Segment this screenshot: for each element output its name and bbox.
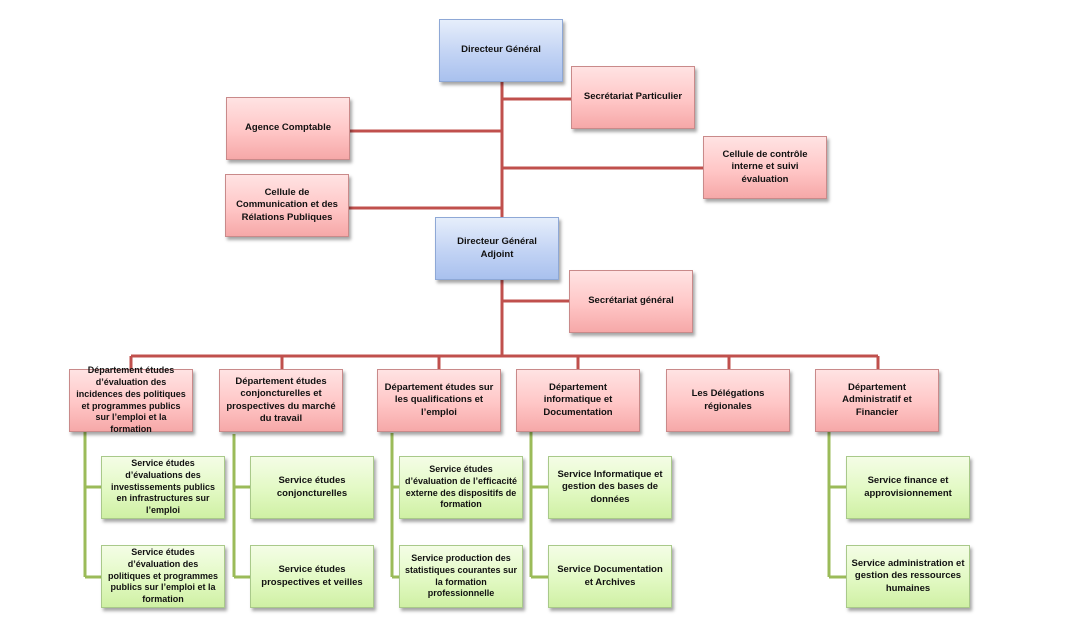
box-service-documentation: Service Documentation et Archives: [548, 545, 672, 608]
box-label: Département études conjoncturelles et pr…: [226, 375, 336, 424]
box-departement-qualifications: Département études sur les qualification…: [377, 369, 501, 432]
box-label: Département études sur les qualification…: [384, 381, 494, 418]
box-cellule-controle-interne: Cellule de contrôle interne et suivi éva…: [703, 136, 827, 199]
box-label: Département informatique et Documentatio…: [543, 381, 613, 418]
box-label: Cellule de contrôle interne et suivi éva…: [722, 148, 808, 185]
box-label: Cellule de Communication et des Rélation…: [236, 186, 338, 223]
box-delegations-regionales: Les Délégations régionales: [666, 369, 790, 432]
box-label: Département Administratif et Financier: [842, 381, 912, 418]
box-label: Agence Comptable: [244, 122, 332, 134]
box-agence-comptable: Agence Comptable: [226, 97, 350, 160]
box-label: Service études conjoncturelles: [276, 475, 348, 499]
box-label: Secrétariat Particulier: [583, 91, 683, 103]
box-label: Service études prospectives et veilles: [261, 564, 363, 588]
box-cellule-communication: Cellule de Communication et des Rélation…: [225, 174, 349, 237]
box-label: Service finance et approvisionnement: [864, 475, 952, 499]
box-departement-evaluation-incidences: Département études d’évaluation des inci…: [69, 365, 193, 434]
box-service-efficacite-externe: Service études d’évaluation de l’efficac…: [399, 456, 523, 519]
box-departement-informatique: Département informatique et Documentatio…: [516, 369, 640, 432]
box-service-finance: Service finance et approvisionnement: [846, 456, 970, 519]
box-departement-administratif-financier: Département Administratif et Financier: [815, 369, 939, 432]
box-label: Directeur Général: [461, 44, 541, 56]
box-label: Service administration et gestion des re…: [851, 557, 965, 594]
box-service-informatique: Service Informatique et gestion des base…: [548, 456, 672, 519]
box-label: Service Documentation et Archives: [557, 564, 663, 588]
box-label: Service production des statistiques cour…: [404, 553, 518, 599]
box-service-administration-rh: Service administration et gestion des re…: [846, 545, 970, 608]
box-label: Service Informatique et gestion des base…: [557, 468, 663, 505]
box-service-evaluation-politiques: Service études d’évaluation des politiqu…: [101, 545, 225, 608]
box-directeur-general: Directeur Général: [439, 19, 563, 82]
box-service-evaluations-investissements: Service études d’évaluations des investi…: [101, 456, 225, 519]
box-secretariat-particulier: Secrétariat Particulier: [571, 66, 695, 129]
box-service-statistiques: Service production des statistiques cour…: [399, 545, 523, 608]
box-secretariat-general: Secrétariat général: [569, 270, 693, 333]
box-label: Service études d’évaluation des politiqu…: [107, 547, 219, 605]
box-label: Directeur Général Adjoint: [457, 236, 537, 260]
box-label: Service études d’évaluation de l’efficac…: [404, 464, 518, 510]
box-label: Service études d’évaluations des investi…: [110, 458, 216, 516]
box-service-prospectives: Service études prospectives et veilles: [250, 545, 374, 608]
box-label: Département études d’évaluation des inci…: [76, 365, 186, 434]
box-departement-conjoncturelles: Département études conjoncturelles et pr…: [219, 369, 343, 432]
box-directeur-general-adjoint: Directeur Général Adjoint: [435, 217, 559, 280]
box-label: Les Délégations régionales: [691, 388, 765, 412]
box-service-conjoncturelles: Service études conjoncturelles: [250, 456, 374, 519]
box-label: Secrétariat général: [588, 295, 674, 307]
